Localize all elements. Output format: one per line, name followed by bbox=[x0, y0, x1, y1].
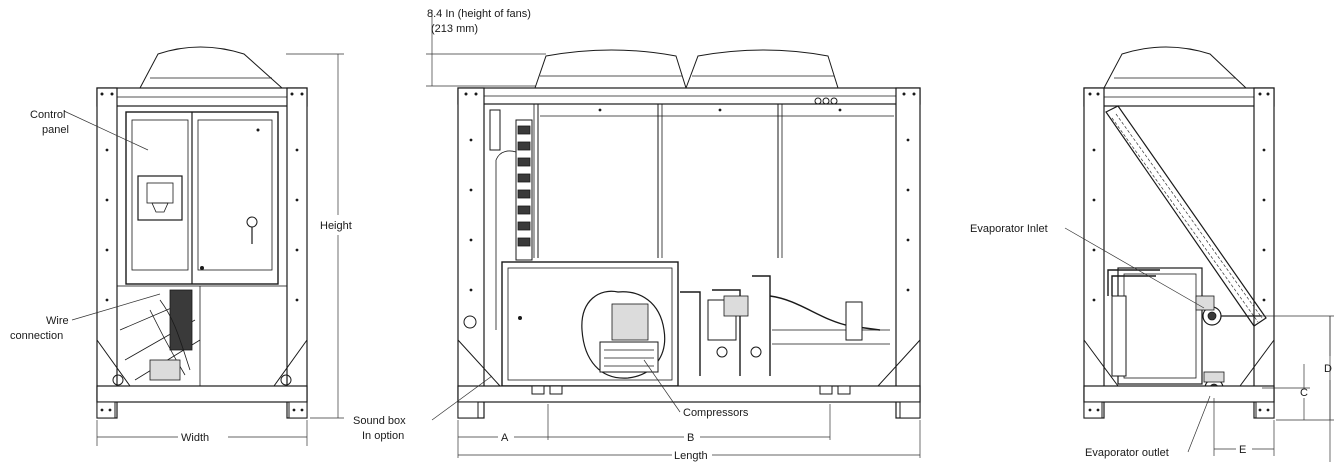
label-width: Width bbox=[181, 432, 209, 444]
label-control-panel-line1: Control bbox=[30, 109, 65, 121]
label-wire-connection-line1: Wire bbox=[46, 315, 69, 327]
center-view-rivets bbox=[464, 92, 916, 292]
label-dim-d: D bbox=[1324, 363, 1332, 375]
label-dim-b: B bbox=[687, 432, 694, 444]
label-compressors: Compressors bbox=[683, 407, 749, 419]
label-evaporator-outlet: Evaporator outlet bbox=[1085, 447, 1169, 459]
label-wire-connection-line2: connection bbox=[10, 330, 63, 342]
right-view-rivets bbox=[1088, 92, 1270, 412]
label-fan-height-line2: (213 mm) bbox=[431, 23, 478, 35]
label-length: Length bbox=[674, 450, 708, 462]
label-fan-height-line1: 8.4 In (height of fans) bbox=[427, 8, 531, 20]
center-side-view: 8.4 In (height of fans) (213 mm) bbox=[353, 8, 921, 462]
terminal-strip bbox=[517, 125, 531, 247]
label-height: Height bbox=[320, 220, 352, 232]
label-evaporator-inlet: Evaporator Inlet bbox=[970, 223, 1048, 235]
label-dim-a: A bbox=[501, 432, 509, 444]
top-ports bbox=[814, 97, 838, 105]
label-sound-box-line2: In option bbox=[362, 430, 404, 442]
left-end-view: Control panel Wire connection Width Heig… bbox=[10, 46, 352, 446]
right-end-view: Evaporator Inlet Evaporator outlet D C E bbox=[970, 46, 1334, 462]
label-dim-c: C bbox=[1300, 387, 1308, 399]
label-sound-box-line1: Sound box bbox=[353, 415, 406, 427]
label-dim-e: E bbox=[1239, 444, 1246, 456]
left-view-rivets bbox=[100, 92, 304, 412]
label-control-panel-line2: panel bbox=[42, 124, 69, 136]
